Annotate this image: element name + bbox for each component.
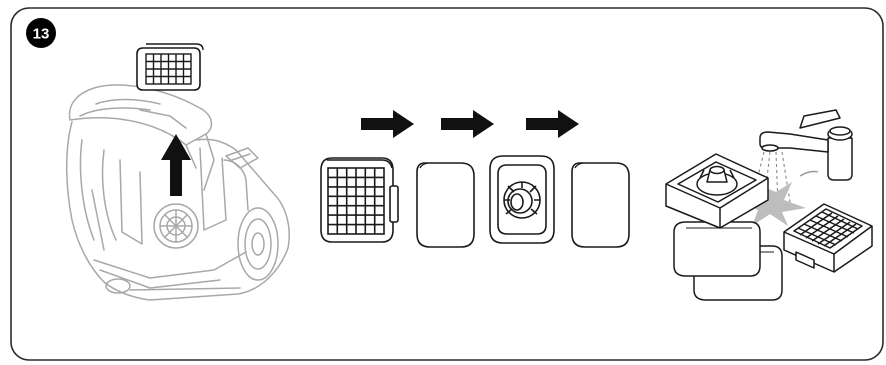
step-number: 13 xyxy=(33,26,50,43)
up-arrow-icon xyxy=(161,134,191,196)
panel-frame xyxy=(10,7,884,361)
water-splash-icon xyxy=(738,182,806,226)
filter-cassette-icon xyxy=(136,43,204,91)
filter-grid-icon xyxy=(320,157,399,243)
filter-grid-icon xyxy=(783,203,873,273)
right-arrow-icon xyxy=(441,110,494,138)
foam-pad-icon xyxy=(673,221,761,277)
vacuum-cleaner-icon xyxy=(66,84,290,301)
filter-frame-icon xyxy=(665,153,769,229)
tap-icon xyxy=(759,109,853,181)
right-arrow-icon xyxy=(361,110,414,138)
foam-pad-icon xyxy=(416,162,475,248)
right-arrow-icon xyxy=(526,110,579,138)
filter-frame-icon xyxy=(489,155,555,244)
step-badge: 13 xyxy=(26,18,56,48)
foam-pad-icon xyxy=(571,162,630,248)
